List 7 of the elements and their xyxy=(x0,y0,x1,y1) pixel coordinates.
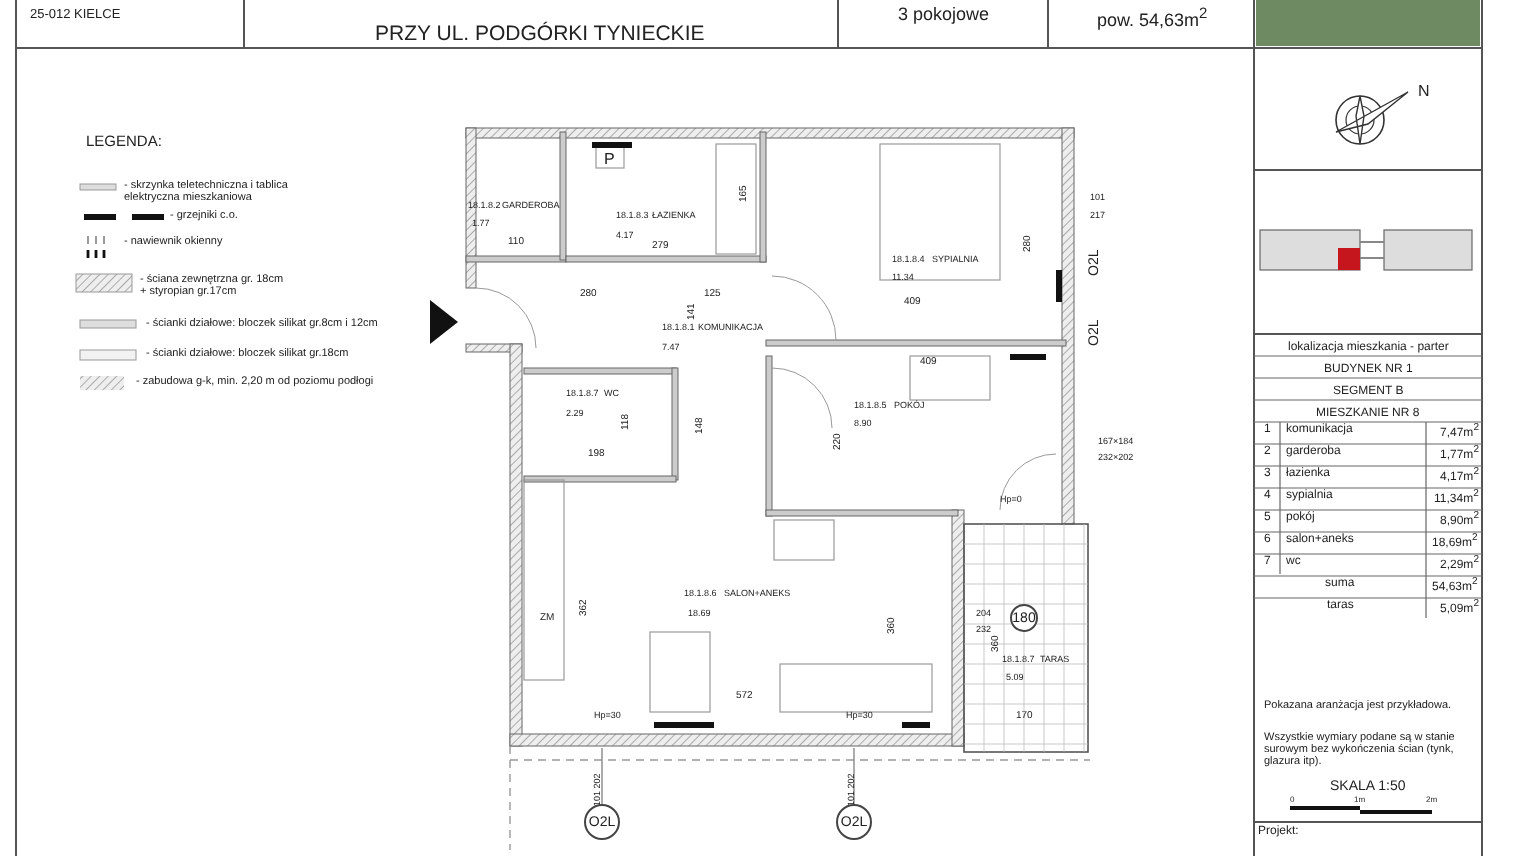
plan-label: P xyxy=(604,152,615,170)
north-label: N xyxy=(1418,84,1430,102)
apartment-area: pow. 54,63m$^{2}$ xyxy=(1097,6,1208,32)
title: PRZY UL. PODGÓRKI TYNIECKIE xyxy=(375,24,705,48)
apartment-type: 3 pokojowe xyxy=(898,6,990,26)
leader-line xyxy=(601,747,603,805)
leader-line xyxy=(853,747,855,805)
